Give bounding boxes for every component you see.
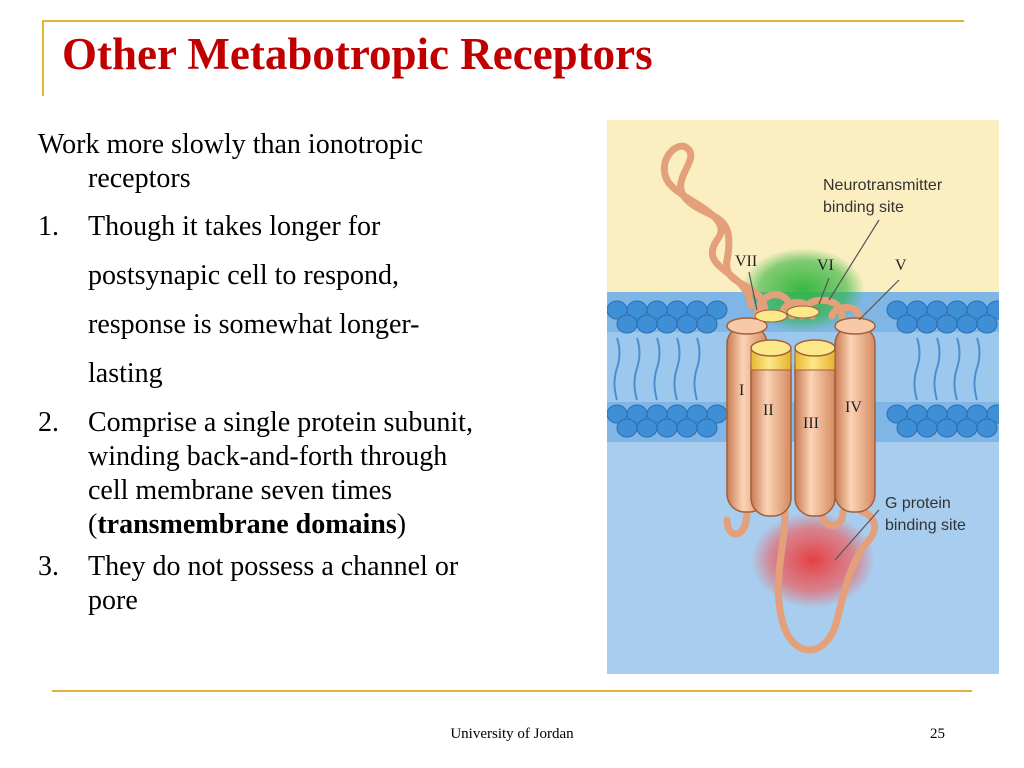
list-line: Though it takes longer for <box>88 211 381 242</box>
n-terminus-chain <box>661 142 769 320</box>
domain-label-iii: III <box>803 415 819 432</box>
list-item-1: 1. Though it takes longer for postsynapi… <box>38 202 578 398</box>
title-accent-line <box>42 20 44 96</box>
domain-label-vii: VII <box>735 253 757 270</box>
neurotransmitter-site-label: Neurotransmitter binding site <box>823 177 947 216</box>
top-divider <box>42 20 964 22</box>
g-protein-site-label: G protein binding site <box>885 495 966 534</box>
leader-lines <box>748 219 900 561</box>
list-line: They do not possess a channel or <box>88 551 459 582</box>
list-line: response is somewhat longer- <box>88 309 420 340</box>
slide-title: Other Metabotropic Receptors <box>62 29 653 79</box>
intro-paragraph: Work more slowly than ionotropic recepto… <box>38 128 578 196</box>
list-number: 2. <box>38 407 59 438</box>
intro-line: Work more slowly than ionotropic <box>38 129 424 160</box>
bold-term: transmembrane domains <box>97 509 397 540</box>
label-line: binding site <box>885 517 966 534</box>
domain-label-vi: VI <box>817 257 834 274</box>
domain-label-v: V <box>895 257 907 274</box>
domain-labels: I II III IV V VI VII <box>735 253 907 432</box>
domain-label-i: I <box>739 382 744 399</box>
list-number: 3. <box>38 551 59 582</box>
paren-open: ( <box>88 509 98 540</box>
list-item-2: 2. Comprise a single protein subunit, wi… <box>38 406 578 542</box>
domain-label-ii: II <box>763 402 774 419</box>
footer-institution: University of Jordan <box>450 726 574 742</box>
transmembrane-helices <box>726 305 876 517</box>
list-line: cell membrane seven times <box>88 475 392 506</box>
footer-divider <box>52 690 972 692</box>
label-line: binding site <box>823 199 904 216</box>
list-line: Comprise a single protein subunit, <box>88 407 473 438</box>
receptor-diagram: I II III IV V VI VII Neurotransmitter bi… <box>607 120 999 674</box>
intracellular-loops <box>723 508 878 654</box>
domain-label-iv: IV <box>845 399 862 416</box>
list-line: lasting <box>88 358 163 389</box>
slide-body: Work more slowly than ionotropic recepto… <box>38 128 578 626</box>
list-item-3: 3. They do not possess a channel or pore <box>38 550 578 618</box>
list-line: pore <box>88 585 138 616</box>
list-number: 1. <box>38 211 59 242</box>
list-line: postsynapic cell to respond, <box>88 260 400 291</box>
extracellular-loops <box>753 291 863 324</box>
paren-close: ) <box>396 509 407 540</box>
list-line: winding back-and-forth through <box>88 441 448 472</box>
label-line: G protein <box>885 495 951 512</box>
page-number: 25 <box>930 726 945 742</box>
label-line: Neurotransmitter <box>823 177 943 194</box>
intro-line: receptors <box>88 163 191 194</box>
